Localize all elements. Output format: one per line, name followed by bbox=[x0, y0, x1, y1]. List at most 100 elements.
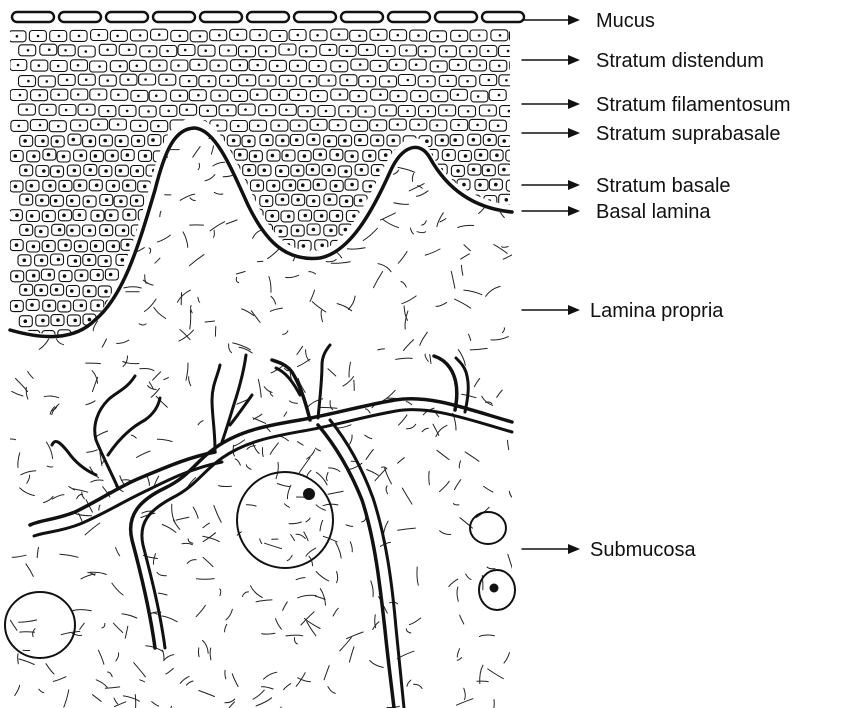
fiber bbox=[502, 247, 509, 248]
vessel-descending-inner bbox=[330, 420, 404, 708]
fiber bbox=[338, 425, 351, 428]
cell-nucleus bbox=[32, 245, 36, 249]
cell-nucleus bbox=[106, 79, 109, 82]
epithelial-cell bbox=[259, 315, 272, 326]
fiber bbox=[69, 486, 75, 490]
right-cell-nucleus bbox=[490, 584, 499, 593]
epithelial-cell bbox=[186, 331, 199, 342]
epithelial-cell bbox=[202, 270, 215, 281]
cell-nucleus bbox=[312, 199, 316, 203]
cell-nucleus bbox=[199, 35, 202, 38]
cell-nucleus bbox=[296, 198, 300, 202]
cell-nucleus bbox=[158, 273, 162, 277]
fiber bbox=[132, 215, 144, 218]
cell-nucleus bbox=[24, 288, 28, 292]
label-text-stratum-filamentosum: Stratum filamentosum bbox=[596, 94, 791, 116]
fiber bbox=[144, 299, 156, 312]
cell-nucleus bbox=[221, 184, 225, 188]
cell-nucleus bbox=[166, 259, 170, 263]
cell-nucleus bbox=[232, 139, 236, 143]
cell-nucleus bbox=[58, 35, 61, 38]
cell-nucleus bbox=[296, 258, 300, 262]
fiber bbox=[287, 555, 292, 560]
fiber bbox=[465, 452, 479, 461]
cell-nucleus bbox=[77, 93, 80, 96]
cell-nucleus bbox=[174, 215, 178, 219]
fiber bbox=[271, 308, 283, 311]
cell-nucleus bbox=[296, 169, 300, 173]
fiber bbox=[10, 620, 17, 630]
fiber bbox=[12, 555, 26, 557]
cell-nucleus bbox=[256, 184, 260, 188]
fiber bbox=[417, 567, 418, 585]
fiber bbox=[349, 647, 354, 662]
label-text-basal-lamina: Basal lamina bbox=[596, 201, 711, 223]
cell-nucleus bbox=[445, 109, 448, 112]
mucus-cell bbox=[153, 12, 195, 22]
epithelial-cell bbox=[427, 239, 440, 250]
epithelial-cell bbox=[202, 300, 215, 311]
fiber bbox=[479, 635, 494, 636]
fiber bbox=[508, 440, 509, 450]
cell-nucleus bbox=[508, 110, 511, 113]
fiber bbox=[55, 266, 57, 279]
fiber bbox=[205, 321, 215, 322]
cell-nucleus bbox=[445, 50, 448, 53]
cell-nucleus bbox=[14, 185, 18, 189]
fiber bbox=[225, 624, 227, 632]
cell-nucleus bbox=[367, 80, 370, 83]
fiber bbox=[348, 296, 355, 309]
cell-nucleus bbox=[103, 139, 107, 143]
epithelial-cell bbox=[356, 315, 369, 326]
cell-nucleus bbox=[369, 185, 373, 189]
cell-nucleus bbox=[190, 243, 194, 247]
fiber bbox=[296, 673, 305, 687]
cell-nucleus bbox=[63, 184, 67, 188]
cell-nucleus bbox=[77, 64, 80, 67]
fiber bbox=[73, 610, 91, 611]
fiber bbox=[306, 350, 310, 361]
cell-nucleus bbox=[413, 214, 417, 218]
cell-nucleus bbox=[472, 258, 476, 262]
epithelial-cell bbox=[202, 329, 215, 340]
cell-nucleus bbox=[364, 110, 367, 113]
mucus-cell bbox=[247, 12, 289, 22]
cell-nucleus bbox=[287, 243, 291, 247]
cell-nucleus bbox=[395, 64, 398, 67]
fiber bbox=[416, 191, 428, 197]
cell-nucleus bbox=[311, 168, 315, 172]
cell-nucleus bbox=[62, 305, 66, 309]
arrow-right-icon bbox=[568, 206, 580, 216]
epithelial-cell bbox=[394, 240, 407, 251]
cell-nucleus bbox=[184, 49, 187, 52]
fiber bbox=[321, 407, 338, 408]
fiber bbox=[92, 371, 97, 384]
epithelial-cell bbox=[300, 76, 317, 87]
cell-nucleus bbox=[351, 243, 355, 247]
fiber bbox=[436, 425, 447, 436]
cell-nucleus bbox=[478, 34, 481, 37]
fiber bbox=[203, 640, 209, 653]
fiber bbox=[198, 648, 199, 657]
cell-nucleus bbox=[472, 168, 476, 172]
epithelial-cell bbox=[139, 300, 152, 311]
cell-nucleus bbox=[111, 154, 115, 158]
fiber bbox=[383, 220, 399, 228]
cell-nucleus bbox=[143, 303, 147, 307]
fiber bbox=[187, 560, 196, 564]
cell-nucleus bbox=[285, 273, 289, 277]
cell-nucleus bbox=[240, 303, 244, 307]
cell-nucleus bbox=[366, 334, 370, 338]
cell-nucleus bbox=[225, 243, 229, 247]
cell-nucleus bbox=[397, 95, 400, 98]
cell-nucleus bbox=[128, 49, 131, 52]
cell-nucleus bbox=[30, 184, 34, 188]
fiber bbox=[316, 572, 329, 581]
fiber bbox=[225, 670, 226, 679]
epithelial-cell bbox=[459, 271, 472, 282]
epithelial-cell bbox=[171, 180, 184, 191]
cell-nucleus bbox=[94, 244, 98, 248]
cell-nucleus bbox=[472, 229, 476, 233]
fiber bbox=[299, 458, 310, 473]
fiber bbox=[337, 572, 338, 583]
